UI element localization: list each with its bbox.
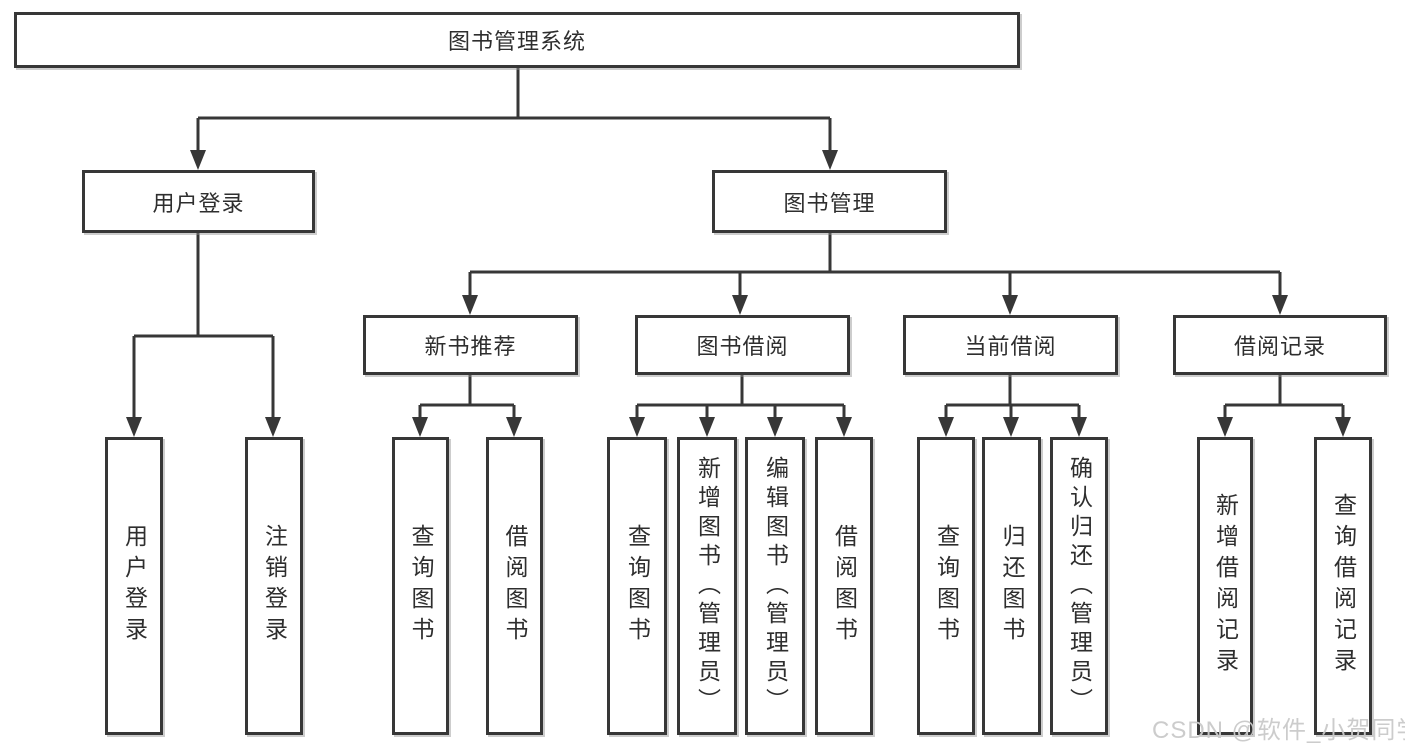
leaf-label: 借阅图书 [831, 524, 858, 648]
leaf-label: 借阅图书 [502, 524, 528, 648]
csdn-watermark: CSDN @软件_小贺同学 [1152, 717, 1405, 744]
node-current-borrowing: 当前借阅 [903, 315, 1118, 375]
leaf-edit-books-admin: 编辑图书（管理员） [745, 437, 805, 735]
node-library-management-system: 图书管理系统 [14, 12, 1020, 68]
leaf-label: 查询借阅记录 [1330, 493, 1357, 679]
leaf-confirm-return-admin: 确认归还（管理员） [1050, 437, 1108, 735]
leaf-user-login: 用户登录 [105, 437, 163, 735]
leaf-add-borrow-record: 新增借阅记录 [1197, 437, 1253, 735]
leaf-label: 确认归还（管理员） [1066, 455, 1093, 717]
node-borrowing-records: 借阅记录 [1173, 315, 1387, 375]
node-book-management: 图书管理 [712, 170, 947, 233]
node-new-book-recommendation: 新书推荐 [363, 315, 578, 375]
leaf-query-books-1: 查询图书 [392, 437, 449, 735]
leaf-label: 用户登录 [121, 524, 148, 648]
leaf-label: 查询图书 [624, 524, 651, 648]
leaf-borrow-books-1: 借阅图书 [486, 437, 543, 735]
leaf-label: 编辑图书（管理员） [762, 455, 789, 717]
node-book-borrowing: 图书借阅 [635, 315, 850, 375]
leaf-label: 查询图书 [933, 524, 960, 648]
leaf-query-books-3: 查询图书 [917, 437, 975, 735]
leaf-borrow-books-2: 借阅图书 [815, 437, 873, 735]
leaf-logout: 注销登录 [245, 437, 303, 735]
leaf-return-books: 归还图书 [982, 437, 1041, 735]
node-user-login-group: 用户登录 [82, 170, 315, 233]
leaf-label: 查询图书 [408, 524, 434, 648]
leaf-add-books-admin: 新增图书（管理员） [677, 437, 737, 735]
leaf-label: 新增图书（管理员） [694, 455, 721, 717]
leaf-query-borrow-record: 查询借阅记录 [1314, 437, 1372, 735]
leaf-label: 新增借阅记录 [1212, 493, 1239, 679]
leaf-label: 归还图书 [999, 524, 1025, 648]
leaf-label: 注销登录 [261, 524, 288, 648]
leaf-query-books-2: 查询图书 [607, 437, 667, 735]
